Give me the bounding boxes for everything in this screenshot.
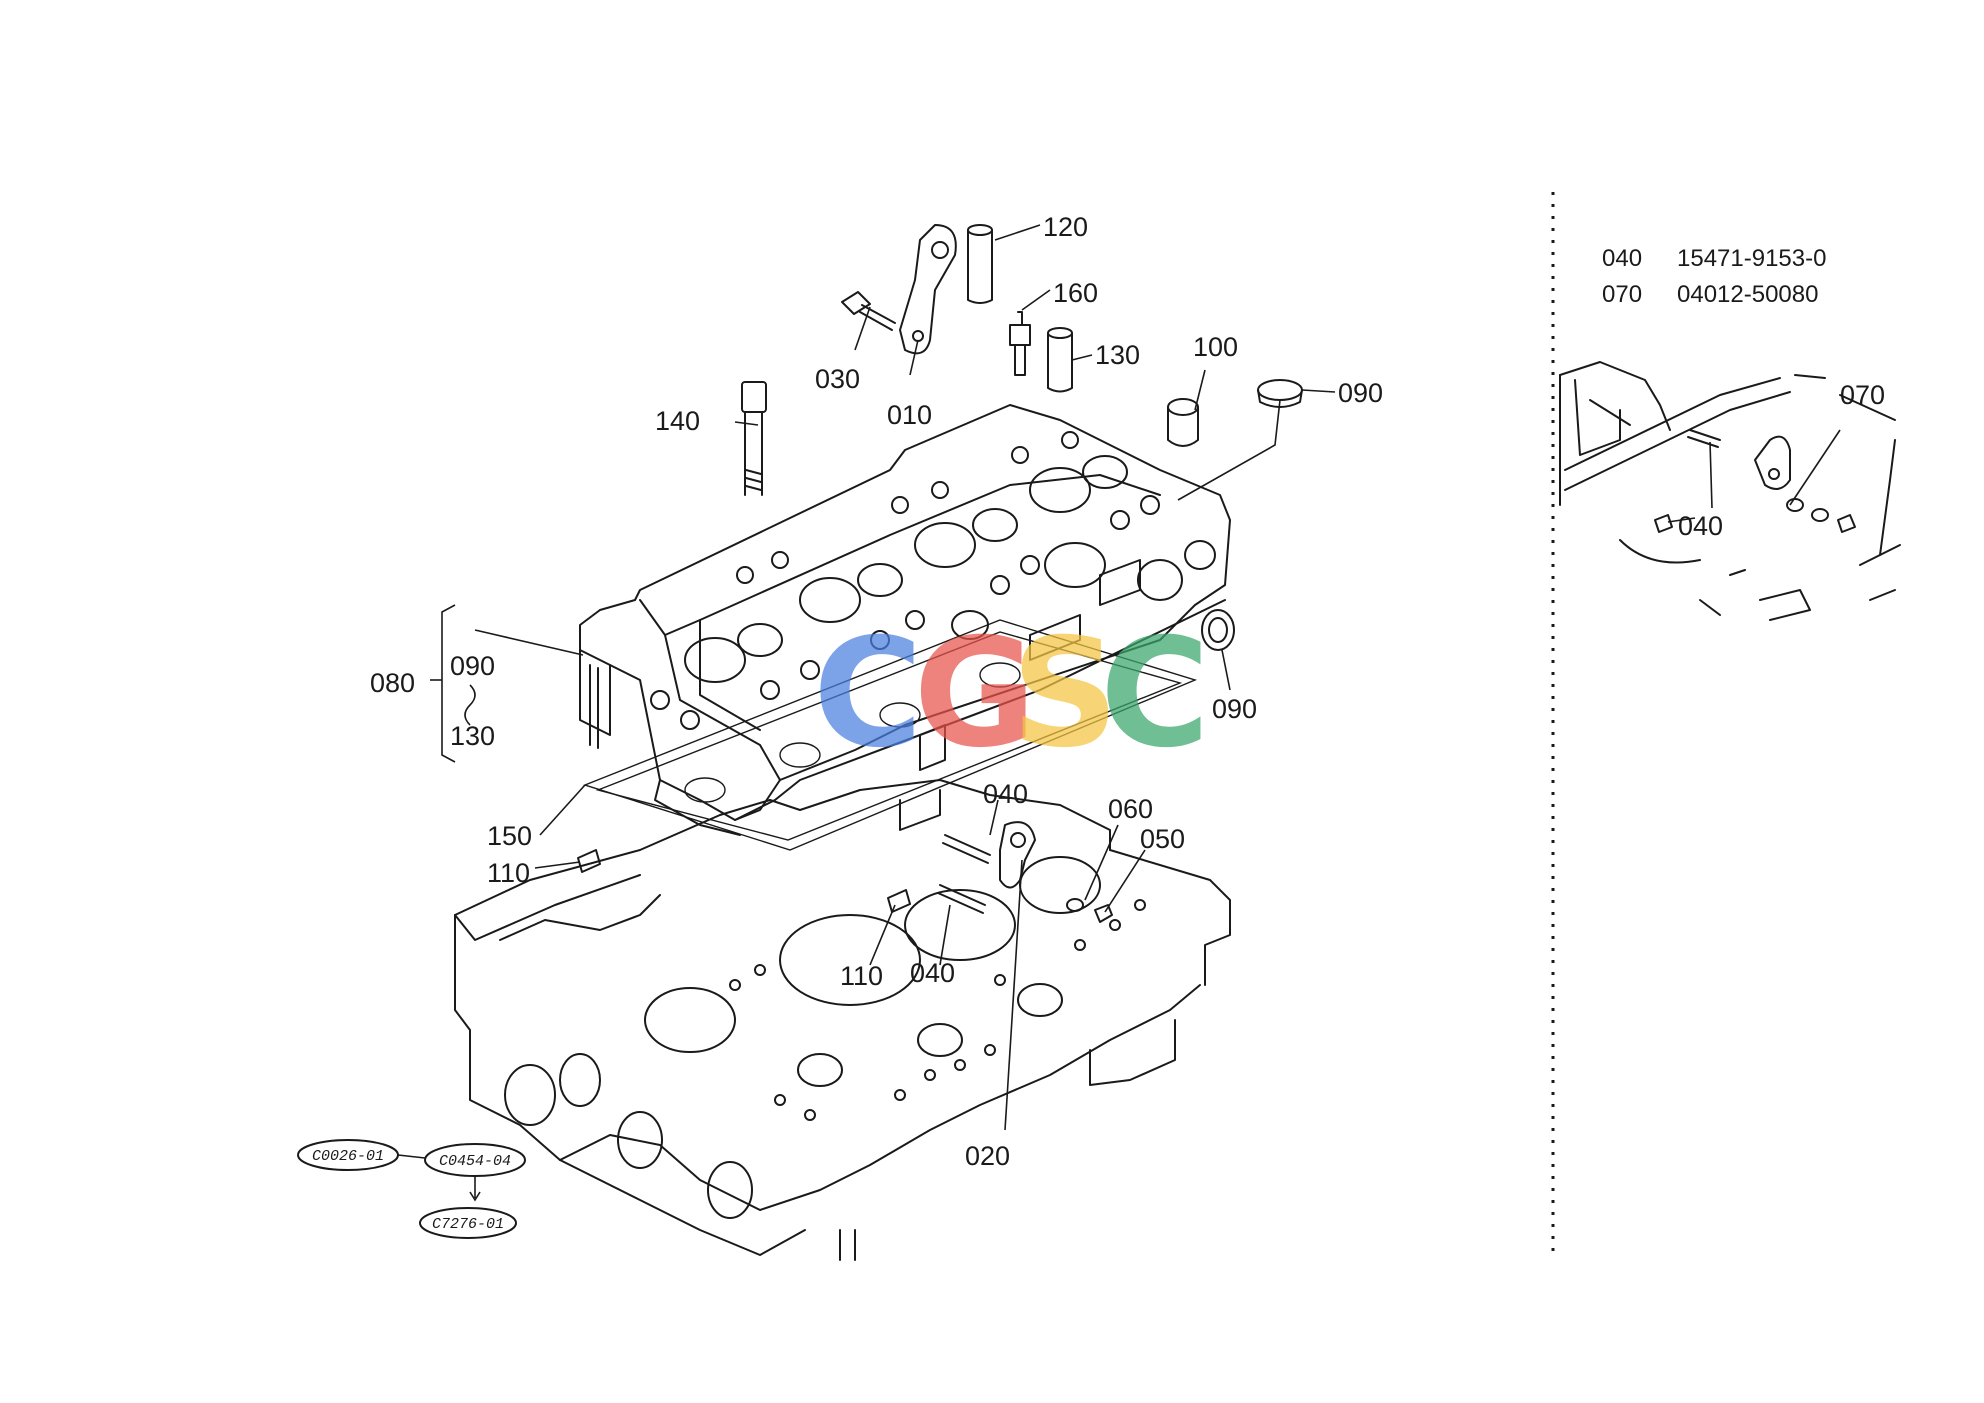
callout-060: 060 — [1108, 794, 1153, 824]
callout-040-upper: 040 — [983, 779, 1028, 809]
inset-callout-040: 040 — [1678, 511, 1723, 541]
group-bracket-080 — [430, 604, 476, 763]
watermark-letter: S — [1011, 607, 1119, 781]
reference-oval-3[interactable]: C7276-01 — [419, 1207, 517, 1239]
callout-130-top: 130 — [1095, 340, 1140, 370]
parts-list-row[interactable]: 070 04012-50080 — [1602, 281, 1818, 308]
callout-080-range-start: 090 — [450, 651, 495, 681]
parts-list-part-number: 04012-50080 — [1677, 281, 1818, 308]
callout-030: 030 — [815, 364, 860, 394]
reference-2-label: C0454-04 — [439, 1153, 511, 1170]
watermark-letter: C — [813, 607, 923, 781]
inset-leaders — [1667, 429, 1841, 523]
callout-020: 020 — [965, 1141, 1010, 1171]
callout-080-range-end: 130 — [450, 721, 495, 751]
callout-160: 160 — [1053, 278, 1098, 308]
callout-010: 010 — [887, 400, 932, 430]
parts-list-row[interactable]: 040 15471-9153-0 — [1602, 245, 1826, 272]
cylinder-head-drawing — [579, 404, 1231, 836]
callout-120: 120 — [1043, 212, 1088, 242]
callout-150: 150 — [487, 821, 532, 851]
callout-080: 080 — [370, 668, 415, 698]
inset-callout-070: 070 — [1840, 380, 1885, 410]
callout-labels: 120 160 130 100 090 030 010 140 090 080 … — [370, 212, 1383, 1171]
reference-oval-2[interactable]: C0454-04 — [424, 1143, 526, 1177]
cylinder-block-drawing — [454, 779, 1231, 1261]
callout-040-lower: 040 — [910, 958, 955, 988]
reference-3-label: C7276-01 — [432, 1216, 504, 1233]
reference-oval-1[interactable]: C0026-01 — [297, 1139, 399, 1171]
leader-lines — [474, 224, 1336, 1131]
callout-100: 100 — [1193, 332, 1238, 362]
callout-140: 140 — [655, 406, 700, 436]
reference-chain: C0026-01 C0454-04 C7276-01 — [297, 1139, 526, 1239]
callout-090-top: 090 — [1338, 378, 1383, 408]
callout-110-left: 110 — [487, 858, 530, 888]
parts-list-item-number: 070 — [1602, 281, 1642, 308]
parts-list: 040 15471-9153-0 070 04012-50080 — [1602, 245, 1826, 308]
reference-arrow-down — [469, 1176, 481, 1202]
callout-090-side: 090 — [1212, 694, 1257, 724]
parts-list-part-number: 15471-9153-0 — [1677, 245, 1826, 272]
callout-110-lower: 110 — [840, 961, 883, 991]
watermark-letter: C — [1100, 607, 1210, 781]
parts-list-item-number: 040 — [1602, 245, 1642, 272]
callout-050: 050 — [1140, 824, 1185, 854]
inset-detail-drawing — [1559, 361, 1901, 621]
reference-1-label: C0026-01 — [312, 1148, 384, 1165]
reference-connector-1 — [397, 1154, 426, 1159]
watermark-letter: G — [913, 607, 1036, 781]
